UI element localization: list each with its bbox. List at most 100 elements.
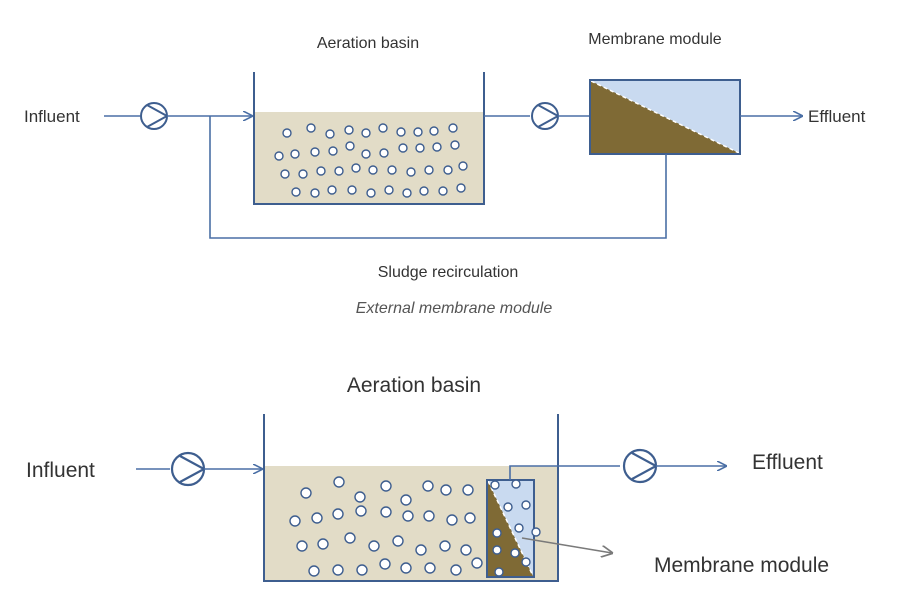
air-bubble xyxy=(306,123,316,133)
air-bubble xyxy=(456,183,466,193)
air-bubble xyxy=(316,166,326,176)
air-bubble xyxy=(310,147,320,157)
air-bubble xyxy=(332,508,344,520)
air-bubble xyxy=(438,186,448,196)
air-bubble xyxy=(361,128,371,138)
bottom-effluent-pump-icon xyxy=(622,448,659,484)
air-bubble xyxy=(503,502,513,512)
air-bubble xyxy=(392,535,404,547)
air-bubble xyxy=(398,143,408,153)
sludge-recirculation-label: Sludge recirculation xyxy=(378,264,519,281)
air-bubble xyxy=(379,148,389,158)
top-sludge-recirculation-line xyxy=(209,116,667,239)
bottom-permeate-pipe xyxy=(509,465,620,480)
air-bubble xyxy=(300,487,312,499)
air-bubble xyxy=(450,140,460,150)
air-bubble xyxy=(380,480,392,492)
air-bubble xyxy=(419,186,429,196)
bottom-aeration-basin-label: Aeration basin xyxy=(347,374,481,397)
air-bubble xyxy=(296,540,308,552)
air-bubble xyxy=(432,142,442,152)
air-bubble xyxy=(387,165,397,175)
air-bubble xyxy=(396,127,406,137)
air-bubble xyxy=(334,166,344,176)
air-bubble xyxy=(490,480,500,490)
air-bubble xyxy=(462,484,474,496)
air-bubble xyxy=(423,510,435,522)
air-bubble xyxy=(325,129,335,139)
air-bubble xyxy=(384,185,394,195)
air-bubble xyxy=(402,510,414,522)
air-bubble xyxy=(280,169,290,179)
top-influent-label: Influent xyxy=(24,107,80,126)
air-bubble xyxy=(400,562,412,574)
air-bubble xyxy=(380,506,392,518)
air-bubble xyxy=(308,565,320,577)
air-bubble xyxy=(379,558,391,570)
air-bubble xyxy=(332,564,344,576)
air-bubble xyxy=(402,188,412,198)
air-bubble xyxy=(378,123,388,133)
air-bubble xyxy=(429,126,439,136)
top-influent-pump-icon xyxy=(140,102,170,130)
membrane-module-pointer xyxy=(521,537,612,553)
bottom-membrane-module-label: Membrane module xyxy=(654,554,829,577)
bottom-diagram: Aeration basin Influent Effluent Membran… xyxy=(26,374,829,582)
air-bubble xyxy=(511,479,521,489)
air-bubble xyxy=(333,476,345,488)
air-bubble xyxy=(354,491,366,503)
top-effluent-label: Effluent xyxy=(808,107,866,126)
air-bubble xyxy=(439,540,451,552)
bottom-air-bubbles xyxy=(289,476,483,577)
air-bubble xyxy=(471,557,483,569)
air-bubble xyxy=(415,143,425,153)
membrane-air-bubbles xyxy=(490,479,541,577)
air-bubble xyxy=(464,512,476,524)
air-bubble xyxy=(443,165,453,175)
air-bubble xyxy=(424,562,436,574)
air-bubble xyxy=(298,169,308,179)
air-bubble xyxy=(446,514,458,526)
air-bubble xyxy=(344,532,356,544)
top-aeration-basin-label: Aeration basin xyxy=(317,35,419,52)
top-air-bubbles xyxy=(274,123,468,198)
air-bubble xyxy=(327,185,337,195)
bottom-effluent-label: Effluent xyxy=(752,451,823,474)
air-bubble xyxy=(310,188,320,198)
air-bubble xyxy=(458,161,468,171)
air-bubble xyxy=(413,127,423,137)
air-bubble xyxy=(492,528,502,538)
bottom-influent-label: Influent xyxy=(26,459,95,482)
top-diagram-caption: External membrane module xyxy=(356,300,553,317)
air-bubble xyxy=(368,540,380,552)
air-bubble xyxy=(290,149,300,159)
air-bubble xyxy=(460,544,472,556)
top-membrane-module xyxy=(589,79,741,155)
air-bubble xyxy=(355,505,367,517)
air-bubble xyxy=(317,538,329,550)
air-bubble xyxy=(289,515,301,527)
air-bubble xyxy=(274,151,284,161)
bottom-influent-pump-icon xyxy=(170,451,207,487)
air-bubble xyxy=(448,123,458,133)
air-bubble xyxy=(347,185,357,195)
top-transfer-pump-icon xyxy=(531,102,561,130)
bottom-aeration-basin xyxy=(263,414,559,582)
air-bubble xyxy=(356,564,368,576)
air-bubble xyxy=(514,523,524,533)
top-diagram: Aeration basin Membrane module Influent … xyxy=(24,31,866,317)
air-bubble xyxy=(494,567,504,577)
air-bubble xyxy=(422,480,434,492)
top-aeration-basin xyxy=(253,72,485,205)
air-bubble xyxy=(291,187,301,197)
top-membrane-module-label: Membrane module xyxy=(588,31,722,48)
air-bubble xyxy=(521,557,531,567)
air-bubble xyxy=(440,484,452,496)
air-bubble xyxy=(351,163,361,173)
air-bubble xyxy=(400,494,412,506)
air-bubble xyxy=(424,165,434,175)
air-bubble xyxy=(521,500,531,510)
air-bubble xyxy=(366,188,376,198)
air-bubble xyxy=(450,564,462,576)
